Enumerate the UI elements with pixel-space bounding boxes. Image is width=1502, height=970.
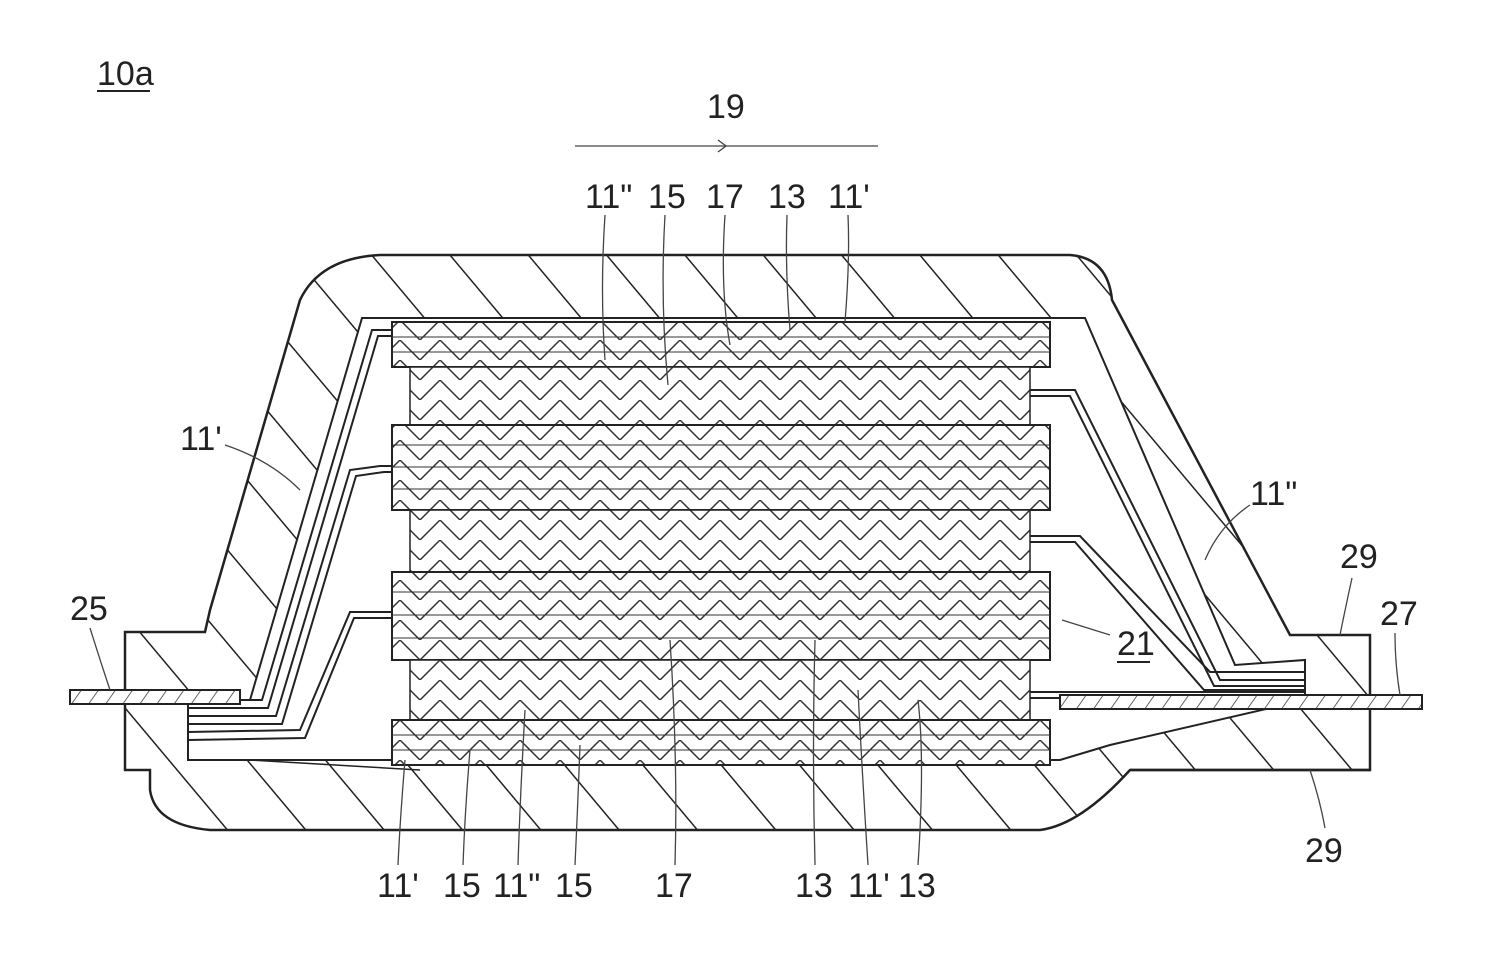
label-seal-bottom: 29 <box>1305 832 1343 870</box>
right-terminal-tab <box>1060 695 1422 709</box>
left-terminal-tab <box>70 690 240 704</box>
label-stack: 19 <box>707 88 745 126</box>
label-bottom-8: 13 <box>898 867 936 905</box>
label-bottom-2: 15 <box>443 867 481 905</box>
electrode-stack <box>392 322 1050 765</box>
label-bottom-1: 11' <box>377 867 419 905</box>
label-element: 21 <box>1117 625 1155 663</box>
label-seal-top: 29 <box>1340 538 1378 576</box>
figure-ref-label: 10a <box>97 55 154 93</box>
label-top-4: 13 <box>768 178 806 216</box>
label-bottom-6: 13 <box>795 867 833 905</box>
label-left-tab: 25 <box>70 590 108 628</box>
label-left-collector: 11' <box>180 420 222 458</box>
label-right-tab: 27 <box>1380 595 1418 633</box>
label-bottom-4: 15 <box>555 867 593 905</box>
label-bottom-7: 11' <box>848 867 890 905</box>
label-top-1: 11" <box>585 178 632 216</box>
label-top-2: 15 <box>648 178 686 216</box>
label-top-5: 11' <box>828 178 870 216</box>
label-bottom-3: 11" <box>493 867 540 905</box>
label-top-3: 17 <box>706 178 744 216</box>
label-right-collector: 11" <box>1250 475 1297 513</box>
label-bottom-5: 17 <box>655 867 693 905</box>
